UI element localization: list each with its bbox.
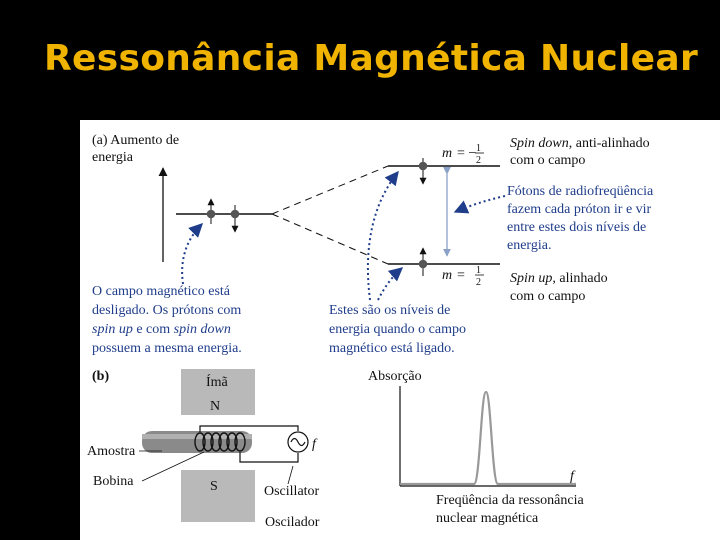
m-minus-half-label: m = − 1 2 (442, 143, 484, 166)
svg-text:entre estes dois níveis de: entre estes dois níveis de (507, 220, 646, 235)
absorption-axis-label: Absorção (368, 369, 422, 384)
split-line-lower (271, 213, 389, 265)
proton-upper (418, 158, 428, 185)
coil-lead-bottom (239, 452, 299, 463)
svg-text:= −: = − (457, 146, 476, 161)
field-off-pointer (181, 223, 203, 285)
spin-down-label: Spin down, anti-alinhado (510, 136, 650, 151)
field-on-caption: Estes são os níveis de energia quando o … (329, 303, 466, 356)
north-label: N (210, 399, 220, 414)
svg-text:2: 2 (476, 155, 481, 166)
svg-text:Fótons de radiofreqüência: Fótons de radiofreqüência (507, 184, 654, 199)
svg-text:1: 1 (476, 265, 481, 276)
svg-text:energia quando o campo: energia quando o campo (329, 322, 466, 337)
spin-up-label: Spin up, alinhado (510, 271, 608, 286)
oscillator-source (287, 431, 309, 453)
x-axis-f: f (570, 469, 576, 484)
svg-text:m: m (442, 146, 452, 161)
frequency-symbol: f (312, 437, 318, 452)
svg-text:fazem cada próton ir e vir: fazem cada próton ir e vir (507, 202, 652, 217)
field-off-caption: O campo magnético está desligado. Os pró… (92, 284, 242, 356)
svg-text:magnético está ligado.: magnético está ligado. (329, 341, 455, 356)
field-on-pointer-upper (367, 170, 399, 301)
spin-up-label-line2: com o campo (510, 289, 585, 304)
x-axis-label-line2: nuclear magnética (436, 511, 539, 526)
x-axis-label-line1: Freqüência da ressonância (436, 493, 584, 508)
sample-label: Amostra (87, 444, 136, 459)
svg-text:1: 1 (476, 143, 481, 154)
svg-text:spin up e com spin down: spin up e com spin down (92, 322, 231, 337)
svg-text:O campo magnético está: O campo magnético está (92, 284, 231, 299)
photons-pointer (453, 195, 506, 214)
svg-text:m: m (442, 268, 452, 283)
spin-down-label-line2: com o campo (510, 153, 585, 168)
energy-label: energia (92, 150, 134, 165)
part-b-label: (b) (92, 369, 109, 384)
magnet-label: Ímã (206, 373, 229, 390)
magnet-north-pole (181, 369, 255, 415)
oscillator-label-pt: Oscilador (265, 515, 320, 530)
svg-text:=: = (457, 268, 465, 283)
coil-label: Bobina (93, 474, 134, 489)
svg-text:2: 2 (476, 277, 481, 288)
oscillator-label-en: Oscillator (264, 484, 320, 499)
m-plus-half-label: m = 1 2 (442, 265, 484, 288)
field-on-pointer-lower (377, 267, 404, 301)
svg-text:Estes são os níveis de: Estes são os níveis de (329, 303, 450, 318)
svg-text:possuem a mesma energia.: possuem a mesma energia. (92, 341, 242, 356)
svg-text:desligado. Os prótons com: desligado. Os prótons com (92, 303, 241, 318)
photons-caption: Fótons de radiofreqüência fazem cada pró… (507, 184, 654, 253)
slide-title: Ressonância Magnética Nuclear (44, 38, 699, 79)
proton-spin-up-off (206, 198, 216, 224)
proton-lower (418, 247, 428, 276)
coil (194, 432, 246, 452)
svg-text:energia.: energia. (507, 238, 551, 253)
south-label: S (210, 479, 218, 494)
absorption-peak (400, 390, 576, 486)
coil-lead-top (199, 425, 299, 432)
split-line-upper (271, 165, 389, 215)
coil-leader (141, 451, 205, 482)
proton-spin-down-off (230, 205, 240, 233)
oscillator-leader (287, 465, 294, 485)
magnet-south-pole (181, 470, 255, 522)
part-a-label: (a) Aumento de (92, 133, 179, 148)
